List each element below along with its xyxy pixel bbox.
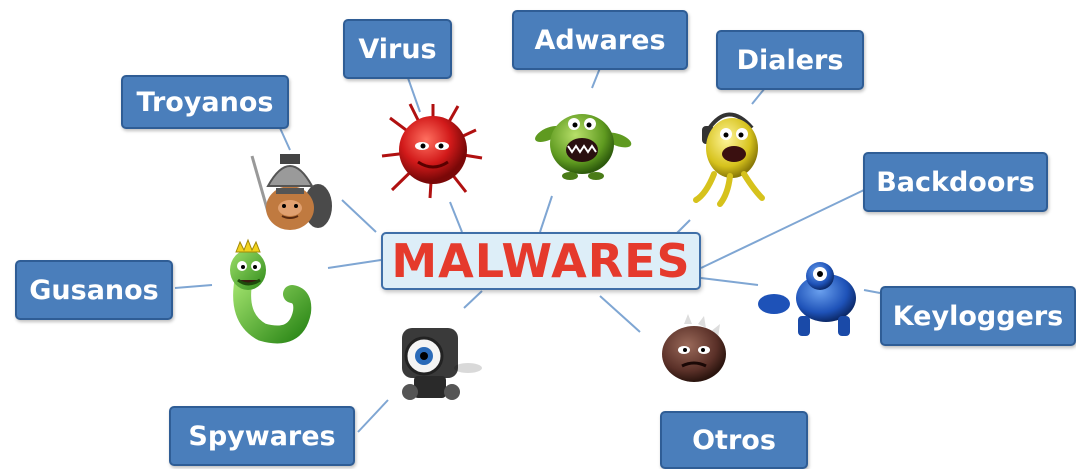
node-otros-label: Otros [692,424,776,456]
node-spywares-label: Spywares [188,420,336,452]
dialers-monster-icon [693,112,765,207]
node-backdoors-label: Backdoors [876,166,1035,198]
node-virus: Virus [343,19,452,79]
spywares-camera-icon [402,328,482,400]
node-dialers: Dialers [716,30,864,90]
connector-keyloggers [863,289,881,294]
adwares-monster-icon [535,114,632,180]
node-gusanos-label: Gusanos [29,274,159,306]
center-node: MALWARES [381,232,701,290]
node-dialers-label: Dialers [736,44,844,76]
connector-troyanos-center [341,199,377,233]
connector-keyloggers-center [700,277,759,286]
node-otros: Otros [660,411,808,469]
connector-dialers [751,87,766,105]
node-keyloggers-label: Keyloggers [892,300,1064,332]
connector-troyanos [279,127,291,151]
gusanos-worm-icon [230,238,312,344]
node-adwares-label: Adwares [534,24,666,56]
connector-adwares-center [539,195,553,233]
connector-virus-center [449,201,463,233]
node-troyanos-label: Troyanos [136,86,274,118]
connector-gusanos-center [327,259,382,269]
connector-backdoors [700,189,865,269]
connector-otros [599,295,641,333]
connector-gusanos [174,284,213,289]
node-spywares: Spywares [169,406,355,466]
backdoors-blue-monster-icon [758,262,856,336]
otros-rock-monster-icon [662,314,726,382]
connector-virus [407,77,421,113]
troyanos-warrior-icon [250,154,332,230]
connector-spywares-center [463,290,483,309]
node-keyloggers: Keyloggers [880,286,1076,346]
virus-icon [381,103,483,199]
connector-adwares [591,67,601,89]
node-backdoors: Backdoors [863,152,1048,212]
node-gusanos: Gusanos [15,260,173,320]
connector-spywares [357,399,389,433]
connector-dialers-center [675,219,691,235]
node-virus-label: Virus [358,33,437,65]
center-title: MALWARES [391,234,691,288]
node-adwares: Adwares [512,10,688,70]
node-troyanos: Troyanos [121,75,289,129]
